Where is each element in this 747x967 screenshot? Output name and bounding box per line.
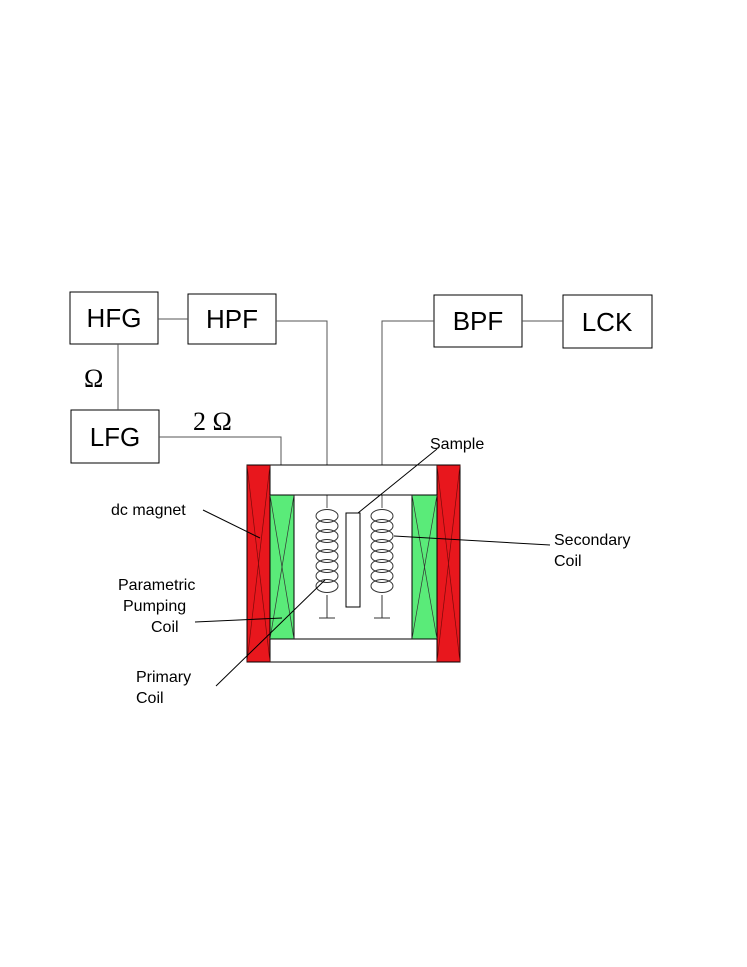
omega-label: Ω bbox=[84, 364, 103, 393]
primary-coil-label-line2: Coil bbox=[136, 690, 164, 707]
primary-coil-winding bbox=[315, 569, 339, 583]
secondary-coil-label-line2: Coil bbox=[554, 553, 582, 570]
hfg-label: HFG bbox=[87, 303, 142, 333]
secondary-coil-winding bbox=[370, 509, 394, 523]
dc-magnet-left bbox=[246, 464, 271, 663]
pumping-coil-leader bbox=[194, 617, 283, 623]
dc-magnet-right bbox=[436, 464, 461, 663]
secondary-coil-label-line1: Secondary bbox=[554, 532, 631, 549]
lck-label: LCK bbox=[582, 307, 633, 337]
secondary-coil-leader bbox=[393, 535, 551, 546]
bpf-to-secondary-wire bbox=[381, 320, 434, 508]
pumping-coil-label: Parametric Pumping Coil bbox=[118, 577, 200, 636]
bottom-plate bbox=[246, 638, 460, 663]
bpf-label: BPF bbox=[453, 306, 504, 336]
secondary-coil-winding bbox=[370, 579, 394, 593]
primary-coil-winding bbox=[315, 519, 339, 533]
primary-coil bbox=[315, 509, 339, 619]
sample-rod bbox=[345, 512, 361, 608]
pumping-coil-label-line1: Parametric bbox=[118, 577, 195, 594]
primary-coil-winding bbox=[315, 549, 339, 563]
secondary-coil-label: Secondary Coil bbox=[554, 532, 635, 570]
primary-coil-label-line1: Primary bbox=[136, 669, 191, 686]
pumping-coil-label-line3: Coil bbox=[151, 619, 179, 636]
secondary-coil-winding bbox=[370, 519, 394, 533]
two-omega-label: 2 Ω bbox=[193, 407, 232, 436]
primary-coil-label: Primary Coil bbox=[136, 669, 196, 707]
hpf-block: HPF bbox=[187, 293, 277, 345]
primary-coil-winding bbox=[315, 539, 339, 553]
lck-block: LCK bbox=[562, 294, 653, 349]
pumping-coil-left bbox=[269, 494, 295, 640]
hpf-to-primary-wire bbox=[276, 320, 328, 508]
secondary-coil-winding bbox=[370, 569, 394, 583]
secondary-coil bbox=[370, 509, 394, 619]
primary-coil-winding bbox=[315, 559, 339, 573]
lfg-block: LFG bbox=[70, 409, 160, 464]
secondary-coil-winding bbox=[370, 529, 394, 543]
secondary-coil-winding bbox=[370, 559, 394, 573]
hpf-label: HPF bbox=[206, 304, 258, 334]
pumping-coil-right bbox=[411, 494, 438, 640]
secondary-coil-winding bbox=[370, 549, 394, 563]
dc-magnet-label: dc magnet bbox=[111, 502, 186, 519]
bpf-block: BPF bbox=[433, 294, 523, 348]
sample-leader bbox=[357, 448, 438, 514]
secondary-coil-winding bbox=[370, 539, 394, 553]
primary-coil-leader bbox=[215, 579, 326, 687]
primary-coil-winding bbox=[315, 579, 339, 593]
primary-coil-winding bbox=[315, 529, 339, 543]
top-plate bbox=[246, 464, 460, 496]
pumping-coil-label-line2: Pumping bbox=[123, 598, 186, 615]
lfg-label: LFG bbox=[90, 422, 141, 452]
primary-coil-winding bbox=[315, 509, 339, 523]
dc-magnet-leader bbox=[202, 509, 261, 539]
hfg-block: HFG bbox=[69, 291, 159, 345]
sample-label: Sample bbox=[430, 436, 484, 453]
